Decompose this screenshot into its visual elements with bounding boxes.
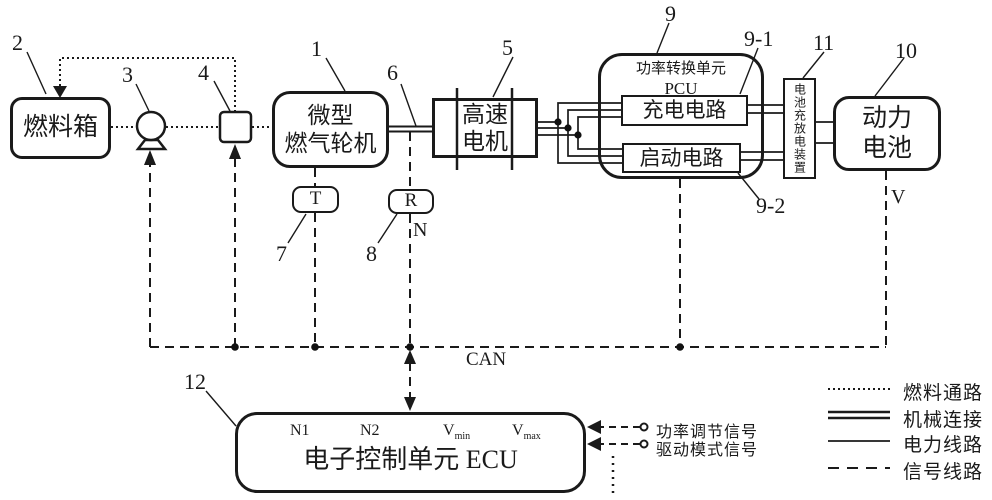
pcu-title: 功率转换单元 [635,61,726,77]
start-circuit-label: 启动电路 [639,145,724,170]
battery-charge-discharge-device-box: 电池充放电装置 [783,78,816,179]
micro-gas-turbine-box: 微型 燃气轮机 [272,91,389,168]
can-junction-dots [231,343,684,351]
legend-mechanical-link-label: 机械连接 [903,410,984,431]
ref-3-pump: 3 [122,62,133,87]
turbine-label-line1: 微型 [307,103,354,129]
ref-2-fuel-tank: 2 [12,30,23,55]
legend-power-line-label: 电力线路 [903,435,984,456]
phase-junction-dots [554,118,582,139]
ecu-param-vmax: Vmax [512,422,541,443]
power-battery-box: 动力 电池 [833,96,941,171]
can-bus-label: CAN [466,349,507,370]
ref-9-pcu: 9 [665,1,676,26]
ecu-param-n1: N1 [290,422,310,439]
motor-label-line2: 电机 [462,129,508,154]
legend-signal-line-label: 信号线路 [903,462,984,483]
arrow-down-to-ecu [404,397,416,411]
arrow-drive-mode [587,437,601,451]
pump-icon [135,110,168,151]
turbine-label-line2: 燃气轮机 [284,130,377,156]
ref-9-1-charge: 9-1 [744,26,774,51]
signal-lines [149,132,887,398]
ref-10-battery: 10 [895,38,917,63]
temperature-sensor-box: T [292,186,339,213]
ref-5-motor: 5 [502,35,513,60]
r-sensor-label: R [404,190,418,212]
drive-mode-signal-label: 驱动模式信号 [656,442,759,459]
battery-label-line1: 动力 [861,105,912,132]
shaft-mechanical-link [389,125,432,133]
ref-11-device: 11 [813,30,835,55]
legend-line-samples [828,388,890,469]
power-adjust-signal-label: 功率调节信号 [656,424,759,441]
ref-6-shaft: 6 [387,60,398,85]
voltage-signal-label: V [891,186,906,208]
ref-7-t-sensor: 7 [276,241,287,266]
ecu-main-label: 电子控制单元 ECU [303,445,518,474]
arrow-power-adjust [587,420,601,434]
fuel-tank-box: 燃料箱 [10,97,111,159]
arrow-into-valve [229,144,241,159]
arrow-up-to-can [404,350,416,364]
ecu-box: N1 N2 Vmin Vmax 电子控制单元 ECU [235,412,586,493]
motor-label-line1: 高速 [462,101,508,127]
ref-8-r-sensor: 8 [366,241,377,266]
ecu-input-signals [587,420,649,494]
charge-circuit-box: 充电电路 [621,95,748,126]
arrow-into-pump [144,150,156,165]
ref-1-turbine: 1 [311,36,322,61]
speed-sensor-box: R [388,189,434,214]
ecu-param-n2: N2 [360,422,380,439]
ref-4-valve: 4 [198,60,209,85]
t-sensor-label: T [309,188,322,210]
ecu-param-vmin: Vmin [443,422,471,443]
legend-fuel-path-label: 燃料通路 [903,383,984,404]
start-circuit-box: 启动电路 [622,143,741,173]
charge-circuit-label: 充电电路 [642,98,727,123]
fuel-tank-label: 燃料箱 [22,114,98,142]
ref-9-2-start: 9-2 [756,193,786,218]
pcu-subtitle: PCU [664,79,698,98]
high-speed-motor-box: 高速 电机 [432,98,538,158]
battery-device-label: 电池充放电装置 [792,83,807,174]
fuel-valve-icon [218,110,253,144]
ref-12-ecu: 12 [184,369,206,394]
battery-label-line2: 电池 [861,134,912,162]
speed-signal-label: N [413,219,428,241]
